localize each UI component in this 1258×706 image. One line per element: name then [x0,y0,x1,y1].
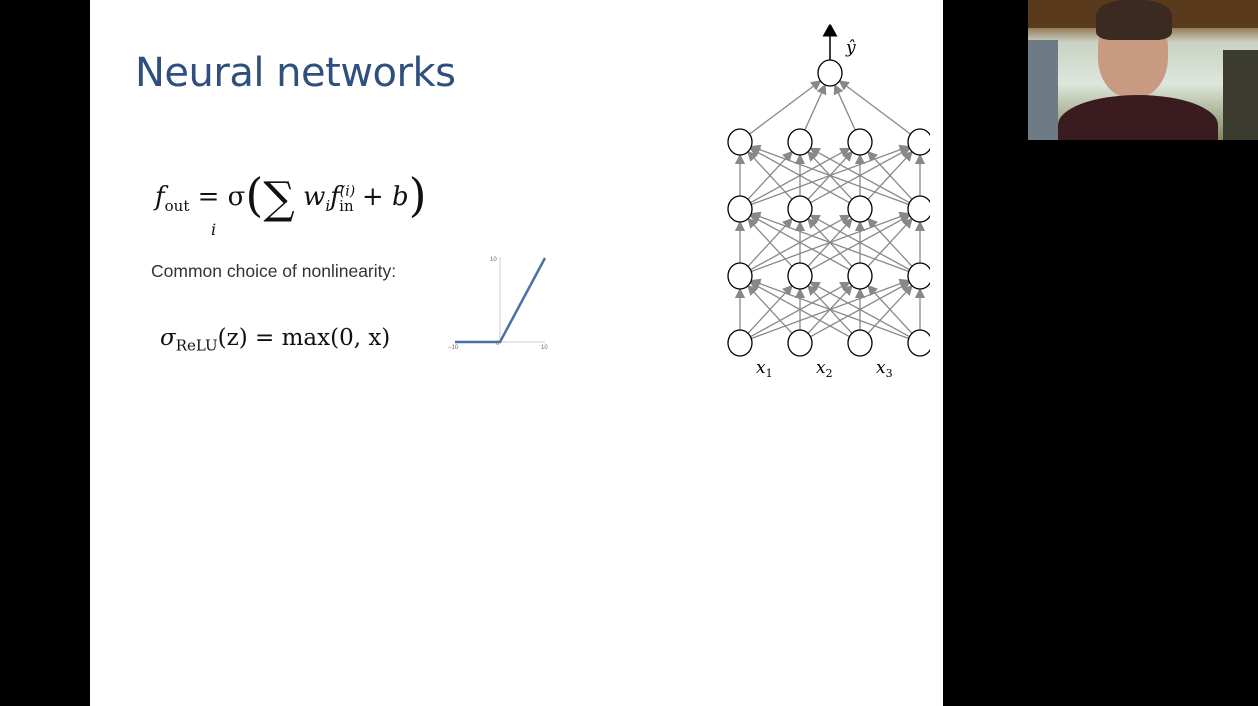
output-node [817,59,843,87]
input-label: x2 [816,358,833,380]
nonlinearity-label: Common choice of nonlinearity: [151,261,397,281]
input-label: x3 [876,358,893,380]
network-edge [867,284,913,334]
network-edge [750,278,909,340]
network-edge [804,83,827,131]
slide-title: Neural networks [135,50,456,96]
relu-equation: σReLU(z) = max(0, x) [160,325,391,355]
network-edge [838,80,911,135]
relu-plot: −10 0 10 10 [448,257,548,351]
network-edge [749,214,850,271]
hidden-node [727,262,753,290]
presentation-slide: Neural networks fout = σ(∑ wif(i)in + b)… [90,0,943,706]
network-edge [809,281,910,338]
neural-network-diagram: ŷ x1x2x3x4 [727,18,930,380]
hidden-node [787,128,813,156]
network-edge [749,281,850,338]
relu-line [455,257,547,344]
input-node [847,329,873,357]
network-edge [833,83,856,131]
network-edge [750,211,909,273]
hidden-node [727,128,753,156]
webcam-feed [1028,0,1258,140]
tick-y-max: 10 [490,257,497,263]
input-node [727,329,753,357]
input-node [787,329,813,357]
network-edge [867,217,913,267]
input-node [907,329,930,357]
hidden-node [847,262,873,290]
network-edge [747,284,793,334]
network-edge [747,150,793,200]
sum-index: i [211,220,217,239]
hidden-node [787,262,813,290]
tick-x-min: −10 [448,345,459,351]
neuron-equation: fout = σ(∑ wif(i)in + b) [155,168,427,224]
hidden-node [847,195,873,223]
hidden-node [727,195,753,223]
hidden-node [907,195,930,223]
input-label: x1 [756,358,773,380]
network-edge [867,150,913,200]
network-edge [749,80,822,135]
network-edge [809,147,910,204]
tick-x-zero: 0 [496,341,500,347]
network-edge [747,217,793,267]
network-edge [749,147,850,204]
network-edge [809,214,910,271]
hidden-node [787,195,813,223]
hidden-node [847,128,873,156]
output-label: ŷ [845,38,856,58]
hidden-node [907,262,930,290]
tick-x-max: 10 [541,345,548,351]
network-edge [750,144,909,206]
hidden-node [907,128,930,156]
